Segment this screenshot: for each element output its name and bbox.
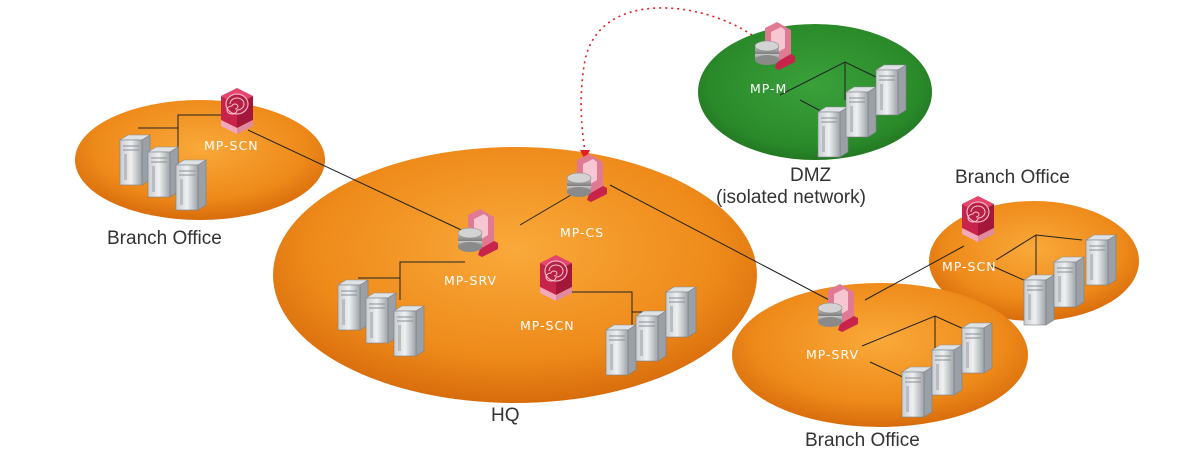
server-tower (119, 134, 151, 186)
server-tower (665, 286, 697, 338)
scn-node-icon (961, 195, 995, 243)
zone-label-dmz-subtitle: (isolated network) (716, 187, 866, 208)
server-tower (393, 305, 425, 357)
zone-label-hq: HQ (491, 405, 520, 426)
node-label-hq-scn: MP-SCN (520, 318, 575, 333)
server-tower (845, 86, 877, 138)
zone-label-dmz-title: DMZ (790, 165, 832, 186)
server-tower (175, 159, 207, 211)
zone-hq (273, 147, 757, 403)
node-label-dmz-m: MP-M (750, 81, 787, 96)
server-tower (875, 64, 907, 116)
zone-label-branch-right-bottom: Branch Office (805, 430, 920, 450)
node-label-scn-left: MP-SCN (204, 138, 259, 153)
dmz-link-dotted (580, 7, 753, 153)
zone-label-branch-left: Branch Office (107, 228, 222, 249)
server-tower (147, 146, 179, 198)
server-tower (1053, 256, 1085, 308)
server-tower (337, 279, 369, 331)
scn-node-icon (220, 87, 254, 135)
server-tower (1023, 274, 1055, 326)
node-label-hq-cs: MP-CS (560, 225, 604, 240)
node-label-scn-right: MP-SCN (942, 259, 997, 274)
server-tower (365, 292, 397, 344)
m-node-icon (754, 21, 796, 71)
server-tower (635, 310, 667, 362)
lan-hq-left (358, 261, 465, 300)
server-tower (605, 324, 637, 376)
server-tower (817, 106, 849, 158)
server-tower (901, 366, 933, 418)
scn-node-icon (539, 254, 573, 302)
server-tower (1085, 234, 1117, 286)
dmz-link-arrow (580, 150, 590, 160)
node-label-srv-right: MP-SRV (806, 347, 859, 362)
server-tower (931, 344, 963, 396)
node-label-hq-srv: MP-SRV (444, 273, 497, 288)
server-tower (961, 322, 993, 374)
zone-label-branch-right-top: Branch Office (955, 167, 1070, 188)
